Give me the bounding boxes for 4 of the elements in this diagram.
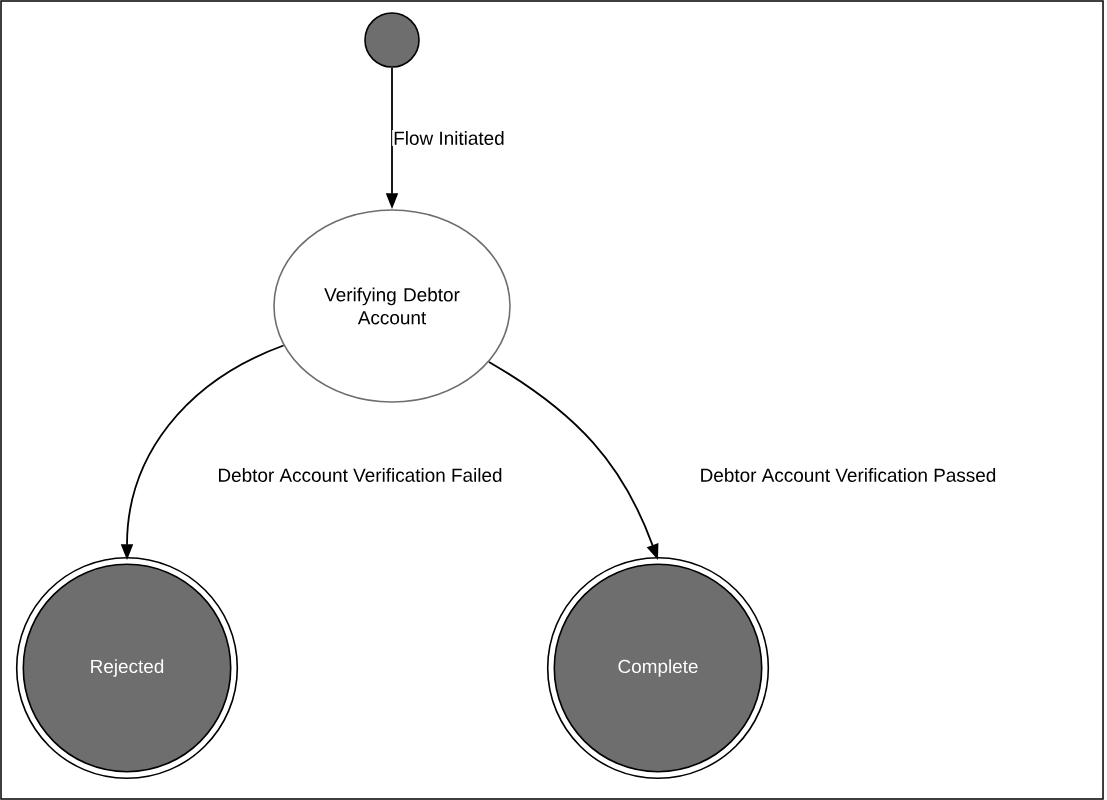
edge-label: Flow Initiated: [392, 130, 506, 146]
initial-state-circle: [364, 12, 420, 68]
edge-label: Debtor Account Verification Passed: [698, 467, 998, 483]
edge-label: Debtor Account Verification Failed: [216, 467, 504, 483]
